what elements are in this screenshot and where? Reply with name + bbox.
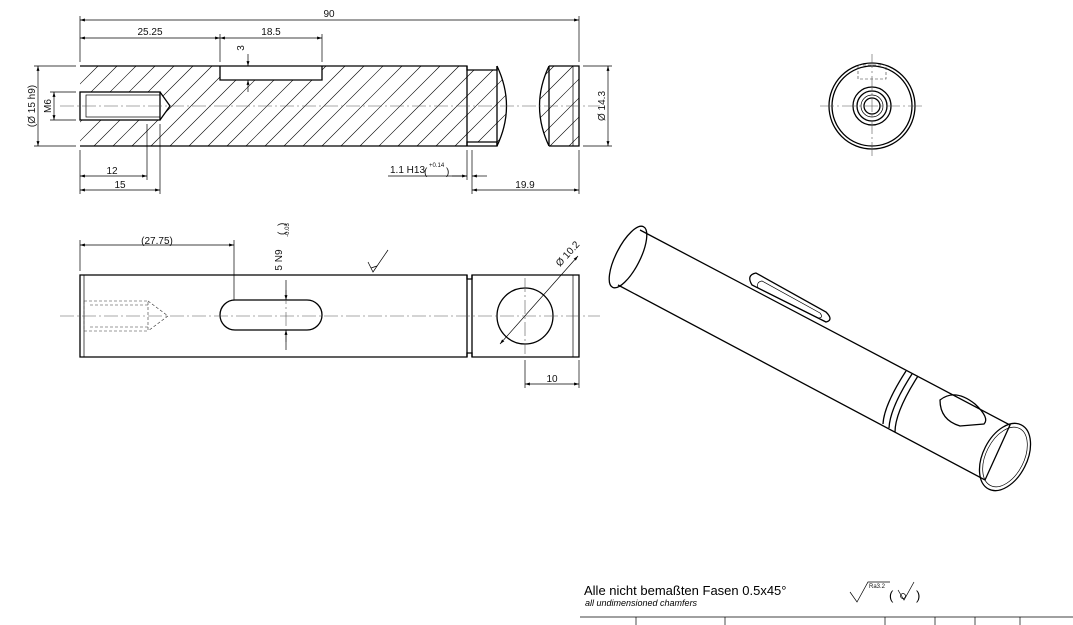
dim-flat-diameter: Ø 14.3 bbox=[597, 91, 608, 121]
dim-left-to-keyway: 25.25 bbox=[137, 27, 162, 38]
svg-text:(: ( bbox=[424, 167, 428, 178]
section-view: 90 25.25 18.5 3 (Ø 15 h9) M6 Ø 14.3 12 bbox=[27, 9, 763, 194]
dim-groove-width: 1.1 H13 bbox=[390, 165, 425, 176]
roughness-value: Ra3.2 bbox=[869, 584, 886, 590]
dim-thread: M6 bbox=[43, 99, 54, 113]
dim-thread-depth: 12 bbox=[106, 166, 118, 177]
notes-block: Alle nicht bemaßten Fasen 0.5x45° all un… bbox=[580, 581, 1073, 625]
dim-keyway-depth: 3 bbox=[236, 45, 247, 51]
keyway-slot bbox=[219, 299, 323, 331]
dim-drill-depth: 15 bbox=[114, 180, 126, 191]
chamfer-note-en: all undimensioned chamfers bbox=[585, 598, 698, 608]
svg-text:(: ( bbox=[277, 231, 288, 235]
hatch-line bbox=[80, 66, 99, 146]
isometric-view bbox=[608, 225, 1032, 492]
dim-keyway-length: 18.5 bbox=[261, 27, 281, 38]
hatch-line bbox=[626, 66, 706, 146]
hatch-line bbox=[664, 66, 744, 146]
dim-shaft-diameter: (Ø 15 h9) bbox=[27, 85, 38, 127]
dim-overall-length: 90 bbox=[323, 9, 335, 20]
dim-cross-hole-pos: 10 bbox=[546, 374, 558, 385]
hatch-line bbox=[645, 66, 725, 146]
dim-groove-tol: +0.14 bbox=[429, 163, 445, 169]
hatch-line bbox=[683, 66, 763, 146]
svg-text:): ) bbox=[446, 167, 449, 178]
svg-text:): ) bbox=[277, 223, 288, 226]
surface-symbol-icon bbox=[367, 249, 389, 273]
hatch-line bbox=[321, 66, 403, 146]
dim-end-length: 19.9 bbox=[515, 180, 535, 191]
chamfer-note: Alle nicht bemaßten Fasen 0.5x45° bbox=[584, 583, 786, 598]
roughness-symbol-icon bbox=[849, 581, 890, 603]
hatch-line bbox=[568, 66, 579, 146]
keyway-cut bbox=[220, 66, 322, 80]
dim-cross-hole-dia: Ø 10.2 bbox=[554, 239, 583, 269]
dim-keyway-tol: -0.03 bbox=[285, 223, 291, 237]
dim-keyway-center: (27.75) bbox=[141, 236, 173, 247]
hatch-line bbox=[607, 66, 687, 146]
hatch-line bbox=[80, 66, 118, 146]
hatch-line bbox=[150, 66, 232, 146]
end-view bbox=[820, 54, 924, 158]
svg-text:): ) bbox=[916, 588, 920, 603]
svg-text:(: ( bbox=[889, 588, 894, 603]
dim-keyway-width: 5 N9 bbox=[274, 249, 285, 271]
hatch-line bbox=[549, 66, 579, 146]
front-view: (27.75) 5 N9 ( -0.03 ) Ø 10.2 10 bbox=[60, 223, 600, 388]
roughness-general-icon bbox=[897, 581, 915, 601]
